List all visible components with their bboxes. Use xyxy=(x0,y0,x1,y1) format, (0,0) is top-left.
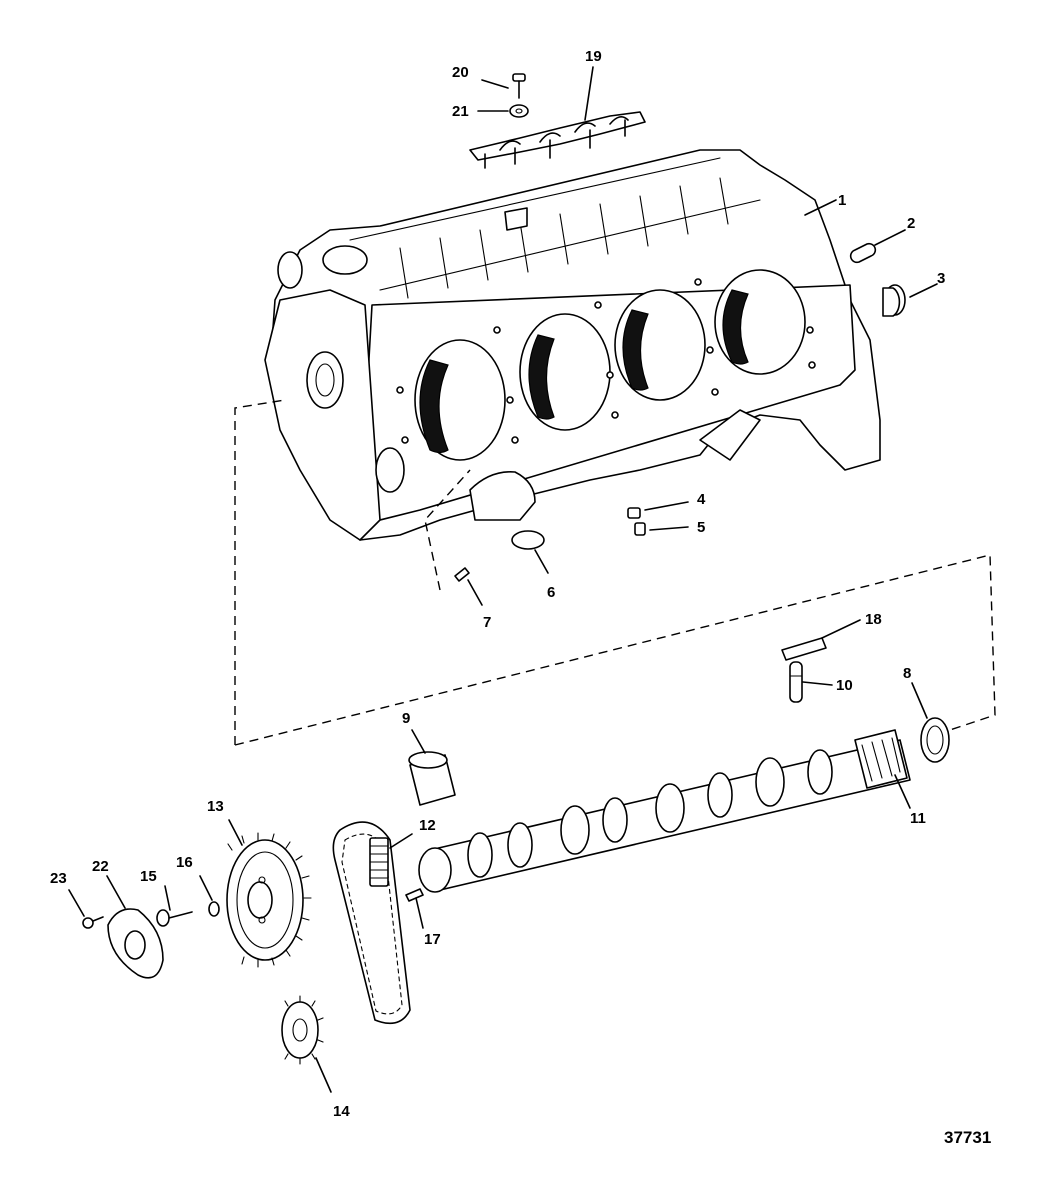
camshaft-lobes xyxy=(467,749,833,878)
camshaft-sprocket-13 xyxy=(226,832,312,968)
callout-7: 7 xyxy=(483,614,491,631)
engine-block xyxy=(264,149,881,541)
bolt-15 xyxy=(156,909,193,927)
callout-22: 22 xyxy=(92,858,109,875)
fitting-4 xyxy=(627,507,641,519)
screw-23 xyxy=(82,916,104,929)
washer-16 xyxy=(208,901,220,917)
lifter-guide-retainer xyxy=(469,111,646,169)
callout-1: 1 xyxy=(838,192,846,209)
lifter-10 xyxy=(789,661,803,703)
assembly-dashed-lines xyxy=(234,399,996,746)
expansion-plug-3 xyxy=(882,284,906,317)
callout-4: 4 xyxy=(697,491,706,508)
callout-20: 20 xyxy=(452,64,469,81)
callout-14: 14 xyxy=(333,1103,350,1120)
cam-bearing-8 xyxy=(920,717,950,763)
callout-23: 23 xyxy=(50,870,67,887)
callout-15: 15 xyxy=(140,868,157,885)
callout-19: 19 xyxy=(585,48,602,65)
callout-21: 21 xyxy=(452,103,469,120)
plug-2 xyxy=(849,242,877,264)
callout-8: 8 xyxy=(903,665,911,682)
callout-11: 11 xyxy=(910,810,926,827)
nut-21 xyxy=(509,104,529,118)
callout-10: 10 xyxy=(836,677,853,694)
crankshaft-sprocket-14 xyxy=(281,995,324,1065)
dowel-pin-7 xyxy=(454,567,470,582)
callout-9: 9 xyxy=(402,710,410,727)
callout-5: 5 xyxy=(697,519,705,536)
callout-16: 16 xyxy=(176,854,193,871)
thrust-plate-22 xyxy=(107,908,164,979)
callout-17: 17 xyxy=(424,931,441,948)
cylinder-bore-2 xyxy=(519,313,611,431)
leader-lines xyxy=(68,66,938,1093)
head-bolt-holes xyxy=(396,278,816,444)
cylinder-bore-3 xyxy=(614,289,706,401)
camshaft-11 xyxy=(418,729,911,893)
plug-5 xyxy=(634,522,646,536)
distributor-drive-gear xyxy=(854,729,908,789)
lifter-guide-18 xyxy=(781,637,827,661)
figure-number: 37731 xyxy=(944,1128,991,1147)
callout-12: 12 xyxy=(419,817,436,834)
cylinder-bore-1 xyxy=(414,339,506,461)
bolt-20 xyxy=(512,73,526,99)
callout-13: 13 xyxy=(207,798,224,815)
cam-bearing-9 xyxy=(408,751,456,806)
callout-3: 3 xyxy=(937,270,945,287)
callout-2: 2 xyxy=(907,215,915,232)
cylinder-bore-4 xyxy=(714,269,806,375)
pin-17 xyxy=(405,888,424,902)
expansion-plug-6 xyxy=(511,530,545,550)
callout-18: 18 xyxy=(865,611,882,628)
timing-chain-12 xyxy=(332,821,411,1025)
callout-6: 6 xyxy=(547,584,555,601)
